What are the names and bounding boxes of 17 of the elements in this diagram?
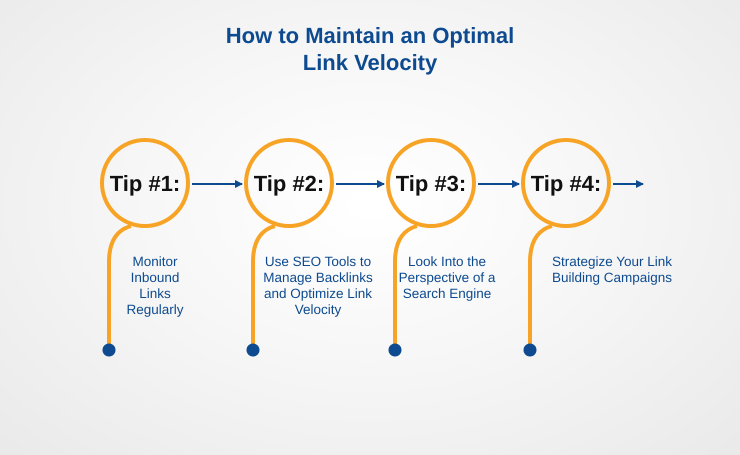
tip-number: Tip #2: [254,170,324,198]
arrow [613,180,644,188]
connector-line [388,224,418,356]
connector-line [246,224,276,356]
title: How to Maintain an Optimal Link Velocity [224,22,516,76]
tip-number: Tip #3: [396,170,466,198]
tip-number: Tip #4: [530,170,602,198]
connector-line [524,224,553,356]
tip-number: Tip #1: [110,170,180,198]
arrow [478,180,520,188]
tip-description: Strategize Your Link Building Campaigns [550,254,674,286]
tip-description: Monitor Inbound Links Regularly [125,254,185,318]
arrow [336,180,385,188]
arrow [192,180,243,188]
tip-description: Look Into the Perspective of a Search Engine [398,254,496,302]
connector-line [102,224,132,356]
tip-description: Use SEO Tools to Manage Backlinks and Optimize Link Velocity [262,254,374,318]
